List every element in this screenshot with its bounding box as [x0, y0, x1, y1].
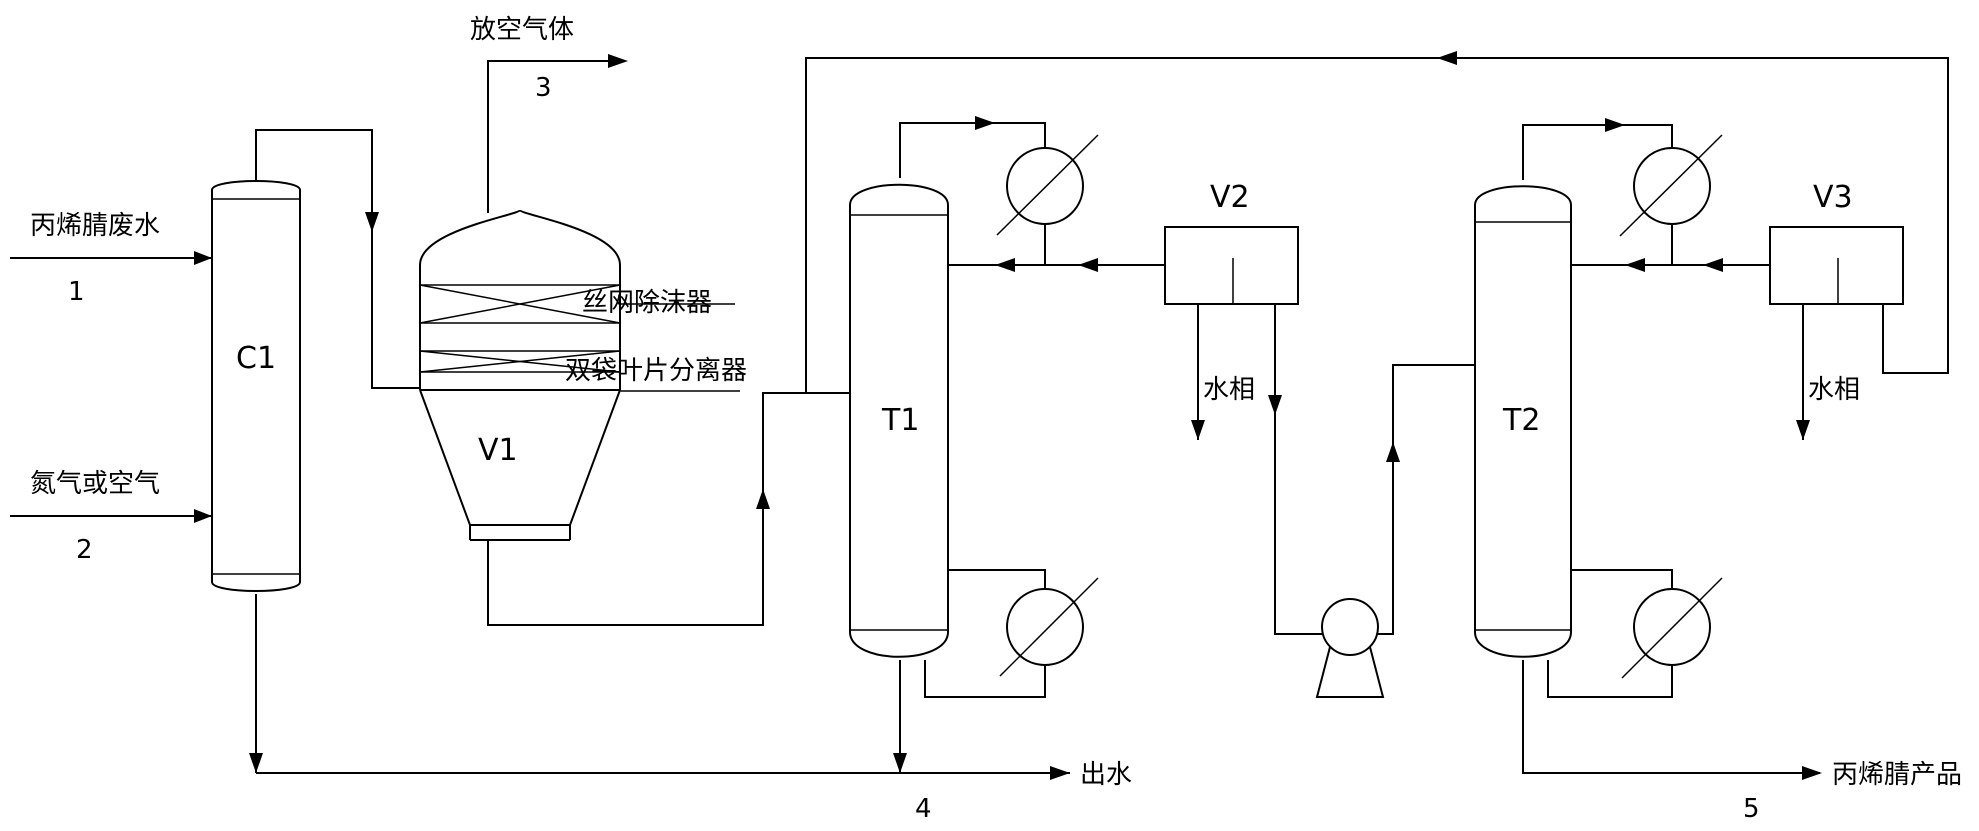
reboiler-t1 [999, 577, 1099, 677]
stream-3-number: 3 [535, 73, 552, 103]
stream-2-label: 氮气或空气 [30, 469, 160, 499]
decanter-v2 [1164, 226, 1299, 305]
vessel-v1 [419, 209, 621, 541]
vane-separator [419, 350, 621, 373]
column-t1 [849, 183, 949, 658]
stream-3-label: 放空气体 [470, 15, 574, 45]
t1-label: T1 [881, 403, 919, 438]
stream-2-number: 2 [76, 535, 93, 565]
condenser-t1 [996, 134, 1099, 236]
stream-1-number: 1 [68, 277, 85, 307]
demister-pad [419, 284, 621, 324]
flow-arrows [194, 51, 1822, 780]
v3-label: V3 [1813, 180, 1853, 215]
v2-water-phase-label: 水相 [1203, 375, 1255, 405]
separator-label: 双袋叶片分离器 [565, 356, 747, 386]
v2-label: V2 [1210, 180, 1250, 215]
stream-5-label: 丙烯腈产品 [1832, 760, 1962, 790]
condenser-t2 [1619, 134, 1723, 237]
decanter-v3 [1769, 226, 1904, 305]
stream-4-number: 4 [915, 794, 932, 824]
column-c1 [211, 180, 301, 592]
pump [1315, 598, 1385, 698]
stream-1-label: 丙烯腈废水 [30, 211, 160, 241]
reboiler-t2 [1621, 577, 1723, 679]
piping [10, 57, 1949, 774]
stream-5-number: 5 [1743, 794, 1760, 824]
c1-label: C1 [236, 341, 276, 376]
t2-label: T2 [1502, 403, 1540, 438]
v1-label: V1 [478, 433, 518, 468]
column-t2 [1474, 185, 1572, 658]
demister-label: 丝网除沫器 [582, 288, 712, 318]
v3-water-phase-label: 水相 [1808, 375, 1860, 405]
stream-4-label: 出水 [1080, 760, 1132, 790]
